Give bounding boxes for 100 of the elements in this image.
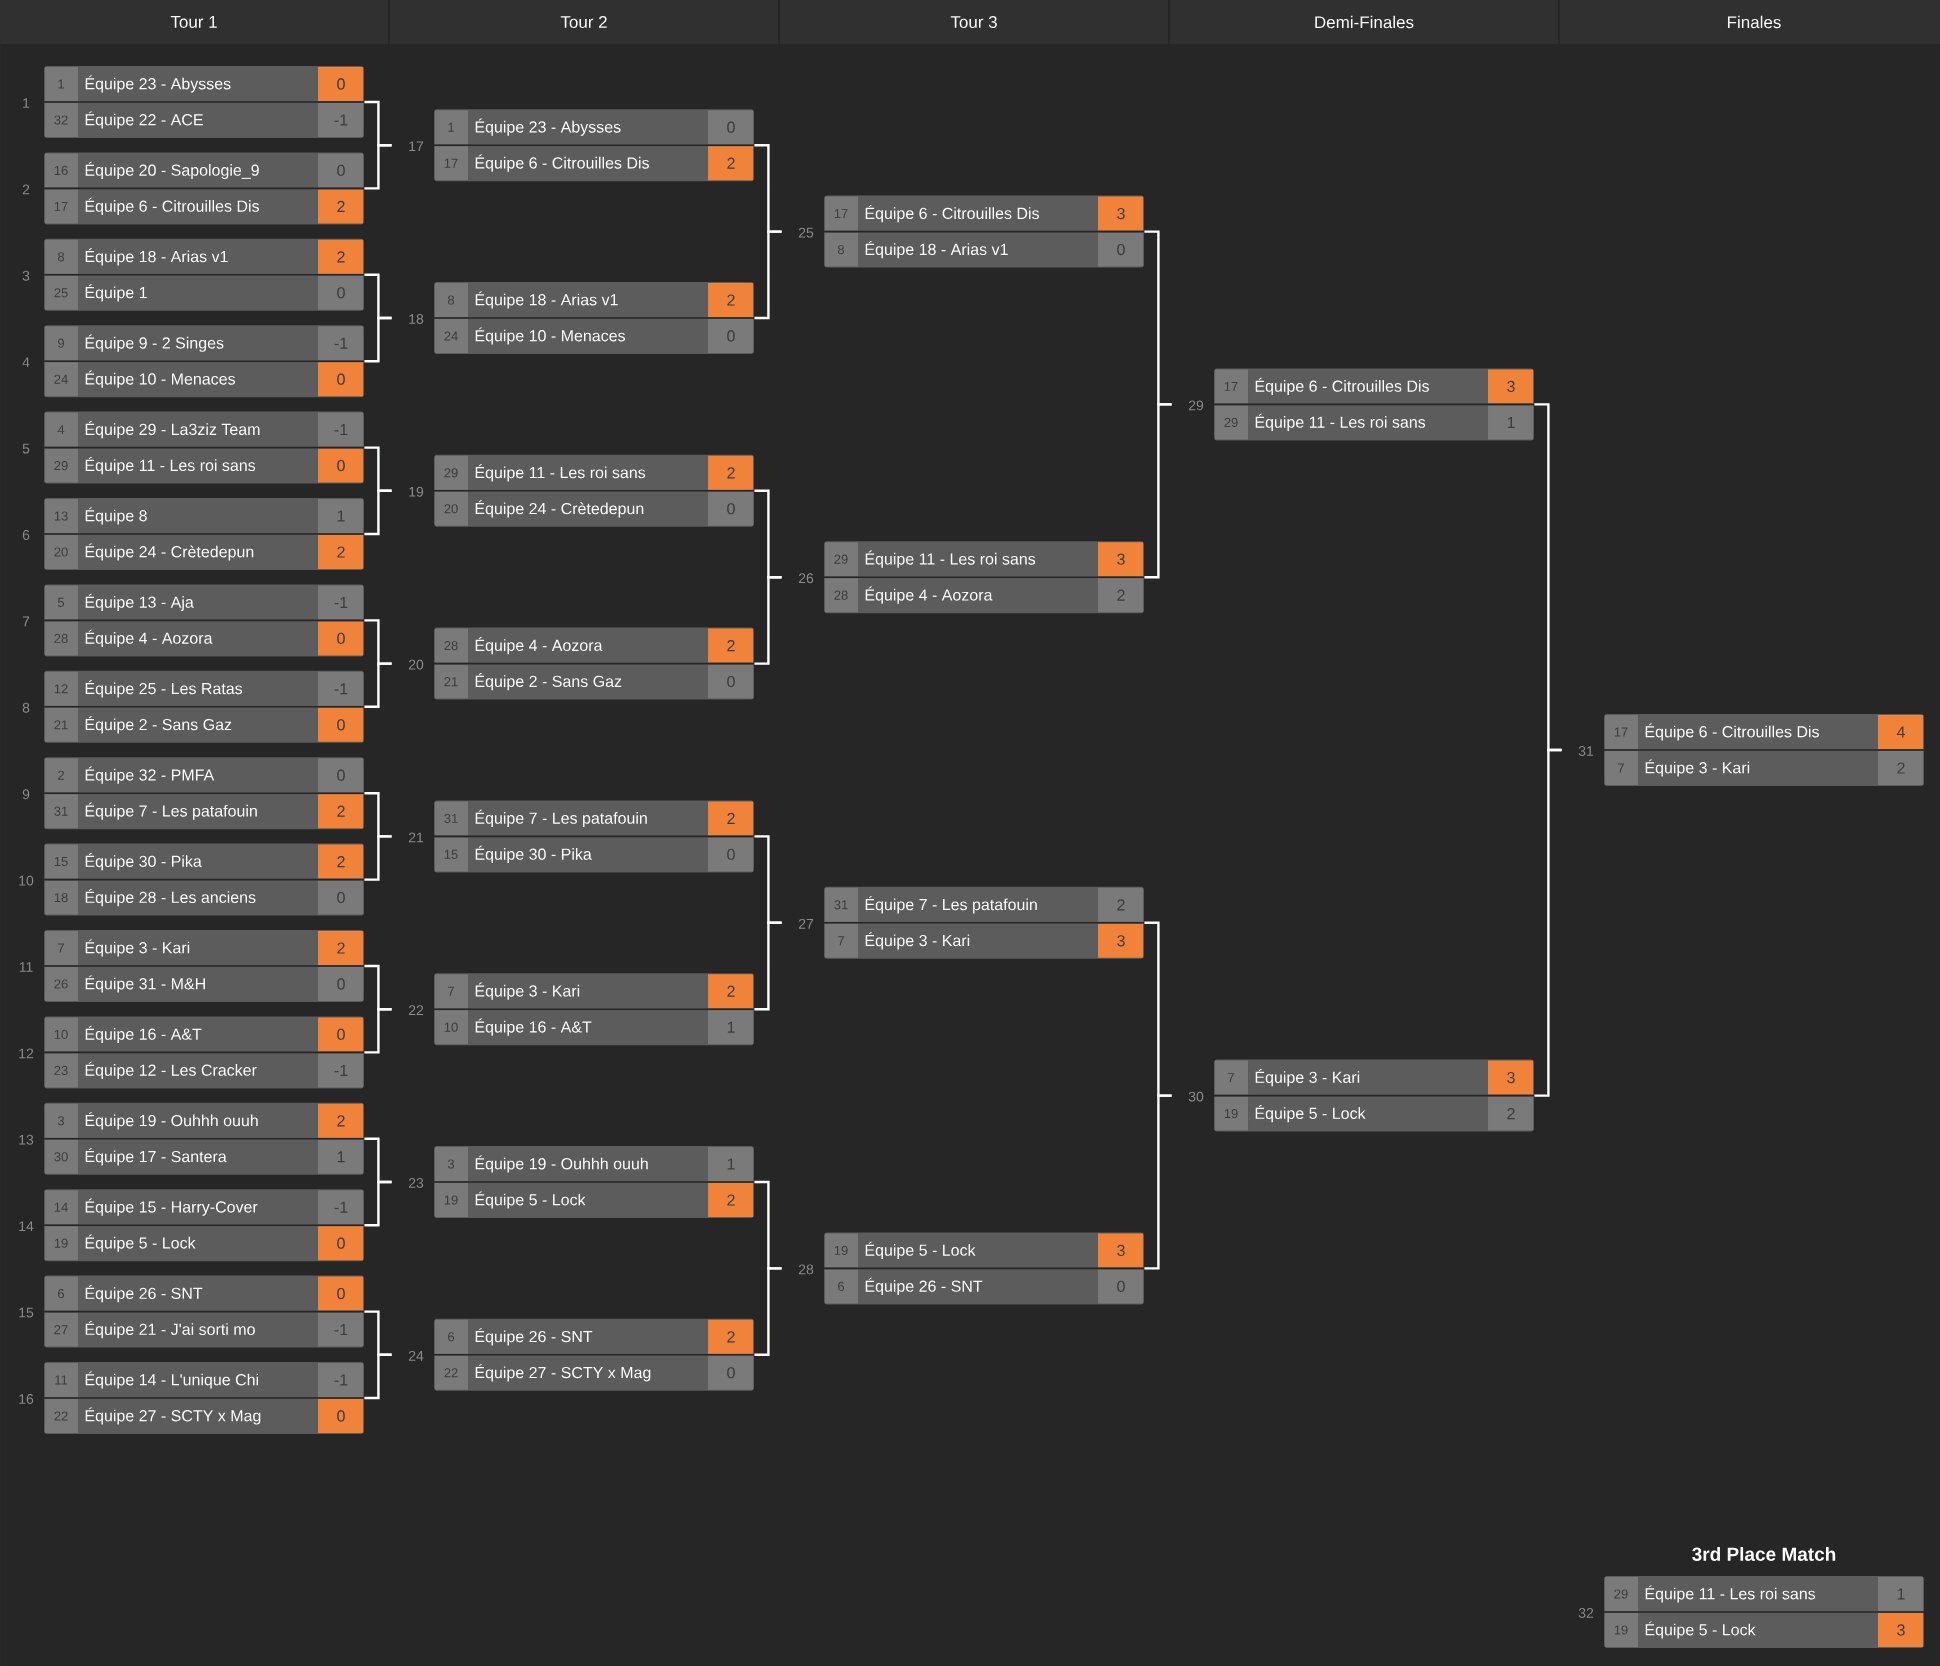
team-name: Équipe 3 - Kari bbox=[1645, 759, 1750, 777]
score-cell: 2 bbox=[708, 1319, 753, 1354]
match-box bbox=[1603, 1547, 1925, 1648]
column-header: Demi-Finales bbox=[1170, 0, 1558, 44]
team-name: Équipe 3 - Kari bbox=[85, 939, 190, 957]
score-cell: 2 bbox=[318, 794, 363, 829]
team-name: Équipe 19 - Ouhhh ouuh bbox=[85, 1112, 258, 1130]
match-box bbox=[43, 498, 365, 570]
score-cell: 0 bbox=[708, 837, 753, 872]
score-cell: 0 bbox=[318, 362, 363, 397]
score-cell: -1 bbox=[318, 585, 363, 620]
team-name: Équipe 25 - Les Ratas bbox=[85, 680, 243, 698]
match-box bbox=[433, 1318, 755, 1391]
bracket-line bbox=[364, 316, 392, 363]
team-name: Équipe 11 - Les roi sans bbox=[85, 457, 256, 475]
score-cell: -1 bbox=[318, 671, 363, 706]
score-cell: 1 bbox=[708, 1147, 753, 1181]
match-box bbox=[433, 454, 755, 527]
score-cell: 3 bbox=[1098, 542, 1143, 577]
match-box bbox=[43, 66, 365, 138]
match-box bbox=[43, 670, 365, 743]
team-name: Équipe 11 - Les roi sans bbox=[475, 464, 646, 482]
team-name: Équipe 6 - Citrouilles Dis bbox=[1255, 377, 1429, 395]
bracket-line bbox=[364, 489, 392, 536]
team-name: Équipe 7 - Les patafouin bbox=[475, 809, 647, 827]
match-box bbox=[43, 152, 365, 225]
match-box bbox=[823, 1232, 1145, 1305]
team-name: Équipe 28 - Les anciens bbox=[85, 889, 256, 907]
bracket-line bbox=[754, 576, 782, 665]
team-name: Équipe 16 - A&T bbox=[475, 1018, 592, 1036]
score-cell: 3 bbox=[1098, 196, 1143, 231]
bracket-line bbox=[364, 1008, 392, 1054]
team-name: Équipe 4 - Aozora bbox=[85, 629, 213, 647]
match-box bbox=[43, 1102, 365, 1175]
score-cell: 0 bbox=[318, 1226, 363, 1261]
bracket-line bbox=[754, 921, 782, 1011]
score-cell: 0 bbox=[318, 448, 363, 483]
team-name: Équipe 6 - Citrouilles Dis bbox=[865, 205, 1039, 223]
match-box bbox=[823, 886, 1145, 959]
score-cell: 1 bbox=[1488, 405, 1533, 440]
bracket-line bbox=[1144, 403, 1172, 579]
match-box bbox=[433, 973, 755, 1046]
score-cell: 2 bbox=[318, 189, 363, 224]
team-name: Équipe 29 - La3ziz Team bbox=[85, 421, 260, 439]
team-name: Équipe 5 - Lock bbox=[865, 1241, 976, 1259]
score-cell: 3 bbox=[1488, 369, 1533, 404]
match-box bbox=[1213, 368, 1535, 441]
team-name: Équipe 7 - Les patafouin bbox=[85, 802, 257, 820]
team-name: Équipe 5 - Lock bbox=[85, 1234, 196, 1252]
score-cell: 2 bbox=[1488, 1096, 1533, 1131]
match-box bbox=[43, 584, 365, 657]
score-cell: 3 bbox=[1878, 1613, 1923, 1647]
team-name: Équipe 30 - Pika bbox=[475, 845, 592, 863]
match-box bbox=[43, 411, 365, 484]
score-cell: 0 bbox=[708, 319, 753, 353]
score-cell: 1 bbox=[318, 1139, 363, 1174]
team-name: Équipe 24 - Crètedepun bbox=[85, 543, 254, 561]
score-cell: 0 bbox=[708, 110, 753, 145]
score-cell: 2 bbox=[708, 146, 753, 181]
score-cell: 2 bbox=[1878, 751, 1923, 785]
match-box bbox=[43, 843, 365, 916]
team-name: Équipe 6 - Citrouilles Dis bbox=[85, 197, 259, 215]
bracket-line bbox=[364, 662, 392, 708]
column-header: Tour 3 bbox=[780, 0, 1168, 44]
match-box bbox=[823, 195, 1145, 268]
team-name: Équipe 5 - Lock bbox=[1645, 1621, 1756, 1639]
team-name: Équipe 2 - Sans Gaz bbox=[85, 716, 232, 734]
score-cell: 0 bbox=[318, 758, 363, 793]
team-name: Équipe 22 - ACE bbox=[85, 111, 203, 129]
score-cell: 0 bbox=[318, 880, 363, 915]
match-box bbox=[433, 800, 755, 873]
bracket-line bbox=[754, 230, 782, 320]
column-header: Finales bbox=[1560, 0, 1940, 44]
team-name: Équipe 10 - Menaces bbox=[85, 370, 235, 388]
score-cell: 2 bbox=[708, 628, 753, 663]
team-name: Équipe 20 - Sapologie_9 bbox=[85, 161, 259, 179]
team-name: Équipe 7 - Les patafouin bbox=[865, 896, 1037, 914]
team-name: Équipe 12 - Les Cracker bbox=[85, 1061, 257, 1079]
score-cell: 2 bbox=[318, 239, 363, 274]
score-cell: 0 bbox=[318, 1399, 363, 1433]
score-cell: -1 bbox=[318, 103, 363, 137]
match-box bbox=[43, 1016, 365, 1089]
team-name: Équipe 6 - Citrouilles Dis bbox=[1645, 723, 1819, 741]
team-name: Équipe 6 - Citrouilles Dis bbox=[475, 154, 649, 172]
score-cell: 1 bbox=[318, 499, 363, 533]
bracket-line bbox=[364, 1353, 392, 1400]
team-name: Équipe 19 - Ouhhh ouuh bbox=[475, 1155, 648, 1173]
team-name: Équipe 5 - Lock bbox=[475, 1191, 586, 1209]
score-cell: 0 bbox=[318, 621, 363, 656]
score-cell: 2 bbox=[1098, 578, 1143, 613]
team-name: Équipe 4 - Aozora bbox=[475, 637, 603, 655]
team-name: Équipe 17 - Santera bbox=[85, 1148, 227, 1166]
bracket-line bbox=[364, 144, 392, 190]
column-header: Tour 2 bbox=[390, 0, 778, 44]
score-cell: 0 bbox=[708, 491, 753, 526]
score-cell: -1 bbox=[318, 412, 363, 447]
score-cell: -1 bbox=[318, 326, 363, 361]
match-box bbox=[823, 541, 1145, 614]
score-cell: 0 bbox=[1098, 1269, 1143, 1304]
team-name: Équipe 30 - Pika bbox=[85, 853, 202, 871]
